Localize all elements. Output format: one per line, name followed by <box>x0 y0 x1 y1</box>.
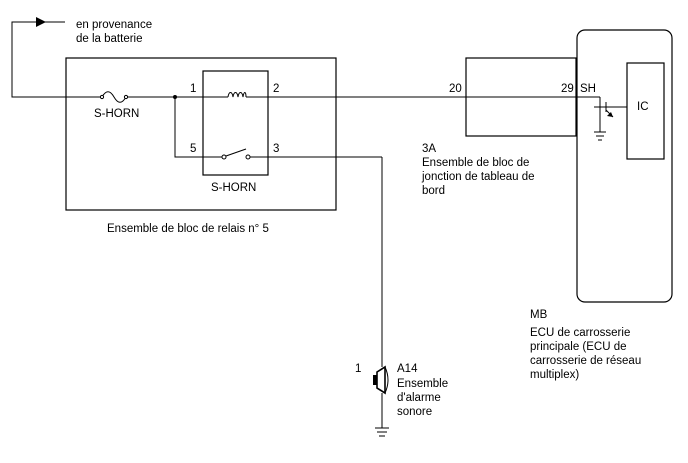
horn-code: A14 <box>397 363 418 375</box>
ecu-name-line1: ECU de carrosserie <box>530 327 630 339</box>
battery-label-line1: en provenance <box>76 19 152 31</box>
relay-switch-icon <box>221 148 251 160</box>
pin-3-label: 3 <box>273 143 279 155</box>
relay-block-name: Ensemble de bloc de relais n° 5 <box>107 223 269 235</box>
relay-coil-icon <box>227 92 247 98</box>
ecu-signal-label: SH <box>580 83 596 95</box>
horn-name-line1: Ensemble <box>397 378 448 390</box>
pin-1-label: 1 <box>190 83 196 95</box>
ecu-name-line4: multiplex) <box>530 369 579 381</box>
ecu-code: MB <box>530 309 548 321</box>
transistor-icon <box>575 96 627 132</box>
ecu-ground-icon <box>594 131 606 141</box>
horn-icon <box>373 365 389 395</box>
horn-name-line2: d'alarme <box>397 392 441 404</box>
pin-5-label: 5 <box>190 143 196 155</box>
junction-pin-label: 20 <box>449 83 462 95</box>
horn-name-line3: sonore <box>397 406 432 418</box>
relay-block: S-HORN S-HORN 1 2 5 3 Ensemble de bloc d… <box>65 57 383 367</box>
junction-name-line1: Ensemble de bloc de <box>422 157 529 169</box>
battery-feed: en provenance de la batterie <box>11 17 575 98</box>
ecu-name-line2: principale (ECU de <box>530 341 627 353</box>
pin-2-label: 2 <box>273 83 279 95</box>
battery-label-line2: de la batterie <box>76 33 143 45</box>
junction-name-line2: jonction de tableau de <box>421 171 535 183</box>
junction-name-line3: bord <box>422 185 445 197</box>
horn-pin-label: 1 <box>355 363 361 375</box>
horn: 1 A14 Ensemble d'alarme sonore <box>355 363 448 437</box>
junction-block: 20 3A Ensemble de bloc de jonction de ta… <box>421 57 577 197</box>
ecu-pin-label: 29 <box>561 83 574 95</box>
ecu-block: 29 SH IC MB ECU de carrosserie principal… <box>530 29 673 381</box>
ecu-name-line3: carrosserie de réseau <box>530 355 641 367</box>
fuse-label: S-HORN <box>94 108 139 120</box>
battery-arrow-icon <box>36 17 46 27</box>
horn-ground-icon <box>375 427 389 437</box>
relay-label: S-HORN <box>211 182 256 194</box>
fuse-icon <box>99 91 129 103</box>
ic-label: IC <box>637 101 649 113</box>
junction-code: 3A <box>422 143 436 155</box>
